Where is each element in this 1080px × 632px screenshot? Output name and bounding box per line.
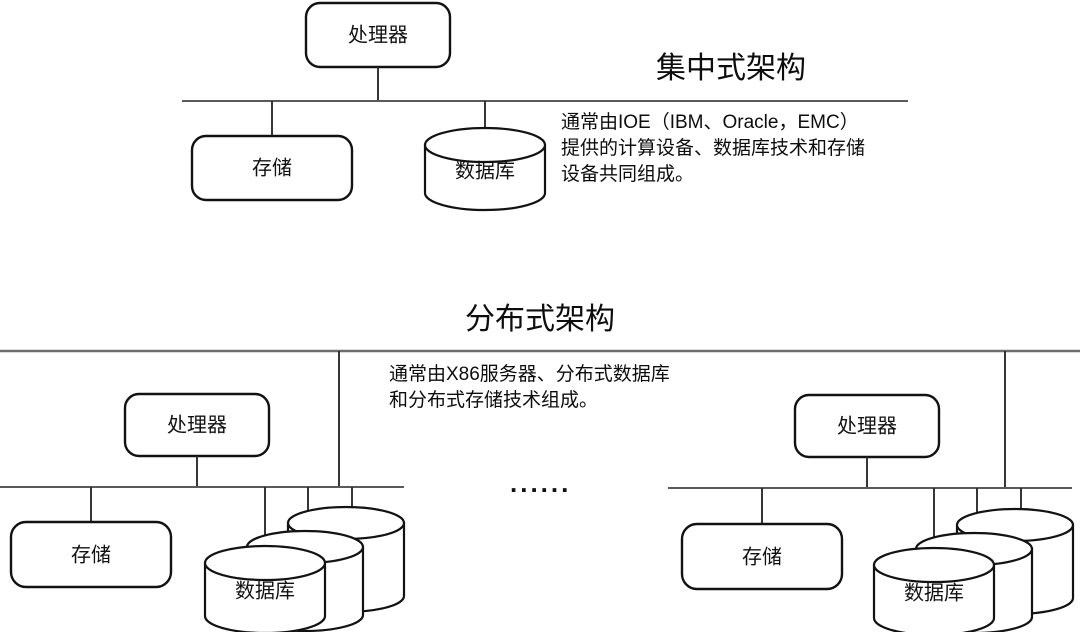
cluster-left-processor-label: 处理器 (167, 413, 227, 436)
cluster-left-database-label: 数据库 (235, 579, 295, 602)
cluster-left-storage-label: 存储 (71, 543, 111, 566)
distributed-architecture-group: 分布式架构 通常由X86服务器、分布式数据库 和分布式存储技术组成。 .....… (0, 303, 1080, 632)
cluster-ellipsis: ...... (510, 468, 571, 498)
cluster-right-database-stack[interactable]: 数据库 (872, 507, 1075, 632)
cluster-left-database-stack[interactable]: 数据库 (203, 505, 406, 632)
cluster-right: 处理器 存储 (668, 351, 1075, 632)
centralized-database-node[interactable]: 数据库 (423, 126, 547, 212)
centralized-database-label: 数据库 (455, 159, 515, 182)
distributed-description-line-2: 和分布式存储技术组成。 (389, 389, 598, 411)
centralized-database-cylinder-body[interactable] (423, 143, 547, 212)
centralized-description-line-2: 提供的计算设备、数据库技术和存储 (561, 137, 865, 159)
centralized-processor-label: 处理器 (348, 23, 408, 46)
centralized-description-line-3: 设备共同组成。 (561, 163, 694, 185)
cluster-left: 处理器 存储 (0, 351, 406, 632)
cluster-right-processor-label: 处理器 (837, 414, 897, 437)
cluster-right-storage-label: 存储 (742, 545, 782, 568)
centralized-storage-label: 存储 (252, 156, 292, 179)
cluster-left-storage-node[interactable]: 存储 (9, 520, 173, 589)
cluster-right-db-front-top (872, 546, 996, 584)
centralized-description-line-1: 通常由IOE（IBM、Oracle，EMC） (561, 111, 859, 133)
centralized-architecture-group: 处理器 存储 数据库 集中式架构 通常由IOE（IBM、Oracle，EMC） … (182, 1, 908, 212)
distributed-description-line-1: 通常由X86服务器、分布式数据库 (389, 363, 670, 385)
distributed-section-title: 分布式架构 (465, 303, 615, 336)
centralized-storage-box[interactable] (190, 134, 354, 202)
cluster-left-db-front-body[interactable] (203, 561, 327, 632)
cluster-right-storage-box[interactable] (680, 522, 844, 591)
cluster-right-database-label: 数据库 (904, 581, 964, 604)
cluster-right-processor-node[interactable]: 处理器 (793, 393, 941, 459)
cluster-left-storage-box[interactable] (9, 520, 173, 589)
cluster-right-db-front-body[interactable] (872, 563, 996, 632)
centralized-storage-node[interactable]: 存储 (190, 134, 354, 202)
cluster-left-db-front-top (203, 544, 327, 582)
centralized-database-cylinder-top (423, 126, 547, 164)
centralized-section-title: 集中式架构 (656, 52, 806, 85)
cluster-right-storage-node[interactable]: 存储 (680, 522, 844, 591)
centralized-processor-node[interactable]: 处理器 (304, 1, 452, 69)
cluster-left-processor-node[interactable]: 处理器 (123, 392, 271, 458)
